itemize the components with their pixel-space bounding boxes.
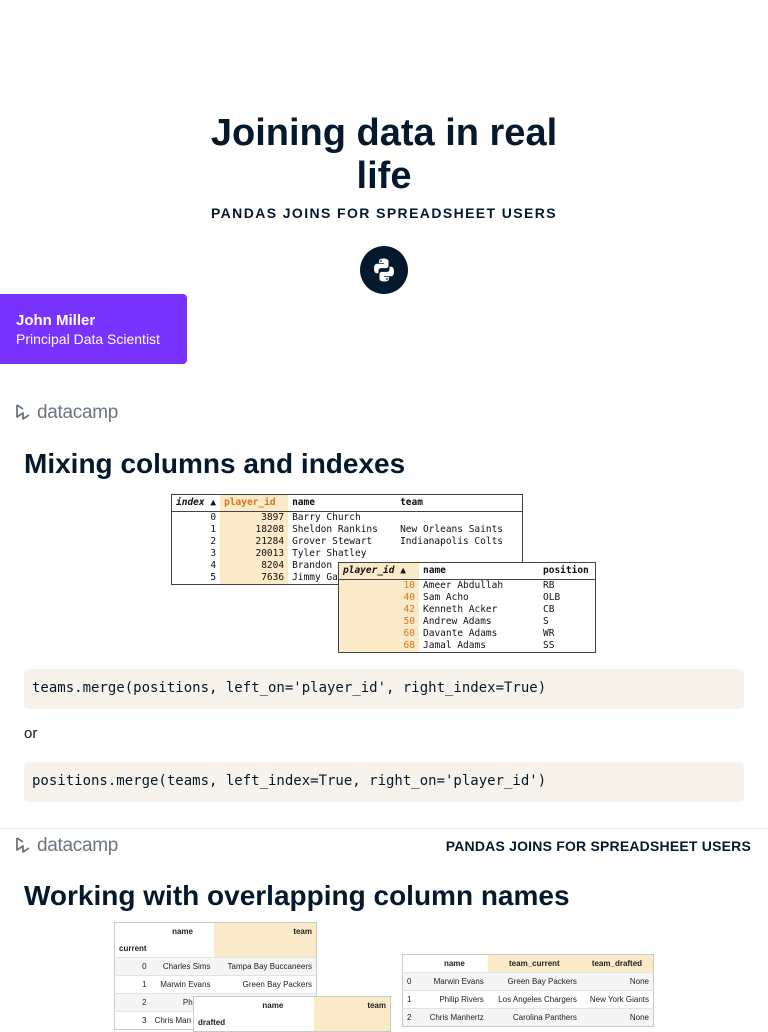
slide-title: Joining data in real life [210, 112, 558, 197]
slide-subtitle: PANDAS JOINS FOR SPREADSHEET USERS [210, 205, 558, 221]
author-name: John Miller [16, 312, 96, 329]
slide-divider [0, 828, 768, 829]
brand-name: datacamp [37, 835, 119, 856]
column-header: name [172, 927, 193, 936]
column-header: position [539, 562, 596, 580]
section-heading: Working with overlapping column names [24, 880, 570, 911]
column-header: index ▲ [171, 494, 221, 512]
or-text: or [24, 725, 38, 742]
index-name: drafted [198, 1018, 226, 1027]
code-block-merge-right-on: positions.merge(teams, left_index=True, … [24, 762, 744, 802]
brand-name: datacamp [37, 402, 119, 423]
index-name: current [119, 944, 147, 953]
column-header: name [419, 562, 539, 580]
column-header: player_id [220, 494, 289, 512]
column-header: name [288, 494, 397, 512]
datacamp-logo: datacamp [15, 402, 118, 424]
course-title: PANDAS JOINS FOR SPREADSHEET USERS [445, 838, 751, 854]
author-card: John Miller Principal Data Scientist [0, 294, 187, 364]
drafted-table: name team drafted [193, 996, 391, 1032]
column-header: team [396, 494, 523, 512]
column-header: team_drafted [580, 954, 654, 973]
column-header: player_id ▲ [338, 562, 419, 580]
column-header: name [262, 1001, 284, 1010]
datacamp-icon [16, 837, 30, 853]
code-block-merge-left-on: teams.merge(positions, left_on='player_i… [24, 669, 744, 709]
column-header: name [443, 959, 465, 968]
author-role: Principal Data Scientist [16, 331, 160, 347]
section-heading: Mixing columns and indexes [24, 448, 406, 479]
column-header: team_current [487, 954, 581, 973]
datacamp-logo: datacamp [15, 835, 118, 857]
column-header: team [214, 922, 317, 940]
datacamp-icon [16, 404, 30, 420]
python-logo-icon [360, 246, 408, 294]
column-header: team [313, 996, 391, 1014]
